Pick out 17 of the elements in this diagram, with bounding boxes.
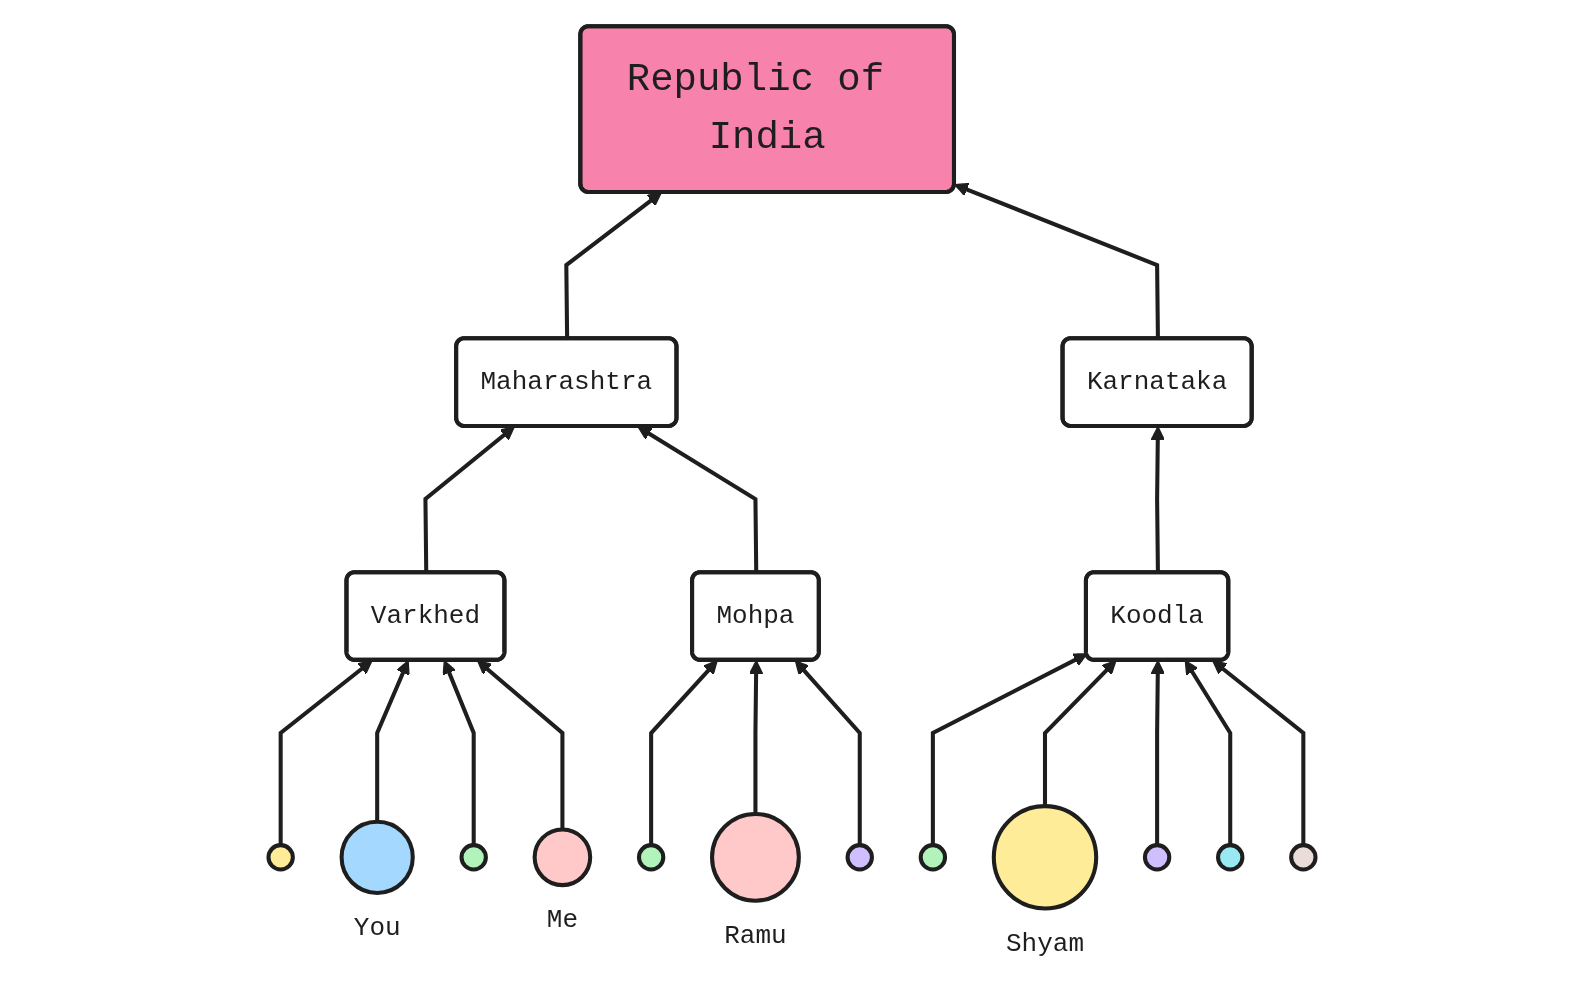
node-circle (459, 843, 488, 872)
node-circle (636, 843, 666, 872)
node-circle (845, 843, 874, 872)
node-circle (532, 827, 593, 888)
node-circle (1216, 843, 1245, 872)
node-label: Ramu (724, 921, 787, 952)
node-circle (1142, 843, 1172, 872)
node-circle (339, 819, 415, 895)
node-circle (710, 811, 801, 903)
node-circle (1289, 843, 1318, 872)
node-label: Shyam (1005, 929, 1084, 959)
node-circle (918, 843, 948, 872)
node-label: Me (546, 906, 579, 936)
node-label: You (353, 914, 401, 944)
node-circle (991, 804, 1099, 911)
arrow (748, 660, 764, 814)
node-circle (266, 843, 295, 872)
